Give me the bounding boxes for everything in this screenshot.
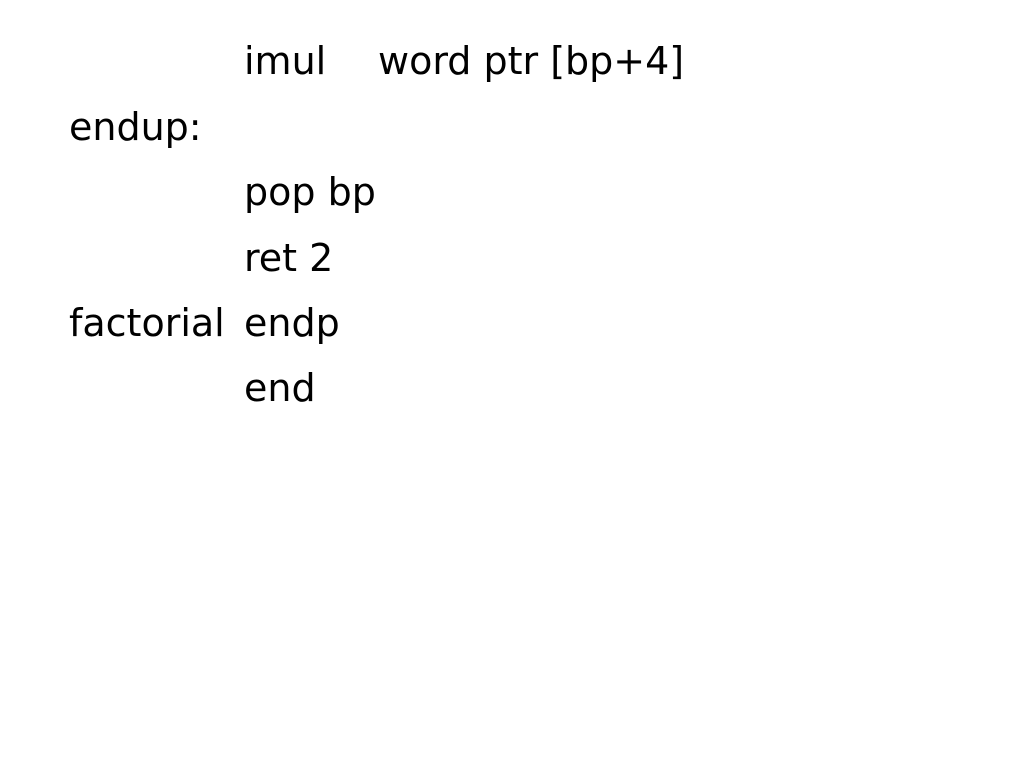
code-instruction: pop bp [244,170,376,214]
code-operand: word ptr [bp+4] [378,39,685,83]
code-label: factorial [69,301,225,345]
code-line: imul word ptr [bp+4] [0,42,684,88]
code-instruction: end [244,366,316,410]
code-line: factorial endp [0,304,340,350]
code-line: end [0,369,316,415]
code-label: endup: [69,105,202,149]
code-line: pop bp [0,173,376,219]
code-line: ret 2 [0,239,333,285]
code-instruction: endp [244,301,340,345]
code-instruction: imul [244,39,327,83]
code-instruction: ret 2 [244,236,334,280]
code-line: endup: [0,108,202,154]
